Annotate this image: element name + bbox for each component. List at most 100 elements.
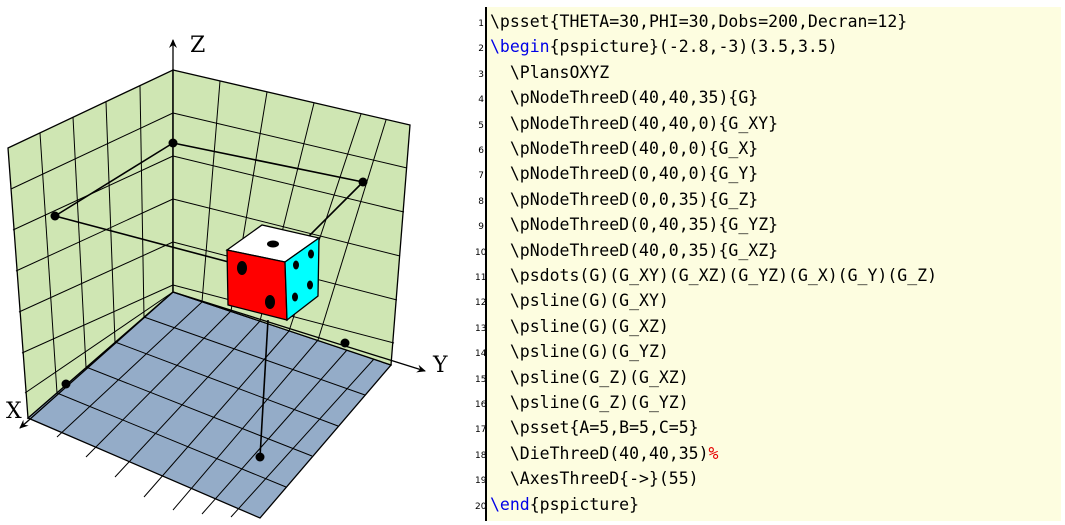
code-text: \DieThreeD(40,40,35)% <box>490 443 719 465</box>
line-number: 12 <box>475 298 487 309</box>
code-segment: \pNodeThreeD(40,0,35){G_XZ} <box>490 240 779 260</box>
code-line: 7 \pNodeThreeD(0,40,0){G_Y} <box>478 163 1061 185</box>
die-top-pip <box>267 240 279 248</box>
die <box>225 224 321 322</box>
line-number: 7 <box>478 171 484 182</box>
node-g-x-dot <box>50 211 60 221</box>
line-number: 20 <box>475 501 487 512</box>
code-segment: \pNodeThreeD(40,40,0){G_XY} <box>490 113 779 133</box>
code-line: 16 \psline(G_Z)(G_YZ) <box>475 392 1061 414</box>
line-number: 6 <box>478 146 484 156</box>
line-number: 14 <box>475 349 487 360</box>
node-g-y-dot <box>358 177 368 187</box>
code-text: \pNodeThreeD(40,0,35){G_XZ} <box>490 240 778 262</box>
code-text: \psset{A=5,B=5,C=5} <box>490 417 699 439</box>
code-segment: {pspicture}(-2.8,-3)(3.5,3.5) <box>549 37 838 57</box>
line-number: 19 <box>475 476 487 487</box>
code-keyword: \begin <box>490 37 550 57</box>
code-segment: \pNodeThreeD(0,40,35){G_YZ} <box>490 215 779 235</box>
code-line: 4 \pNodeThreeD(40,40,35){G} <box>478 87 1061 109</box>
die-right-pip <box>307 280 313 290</box>
die-right-pip <box>308 249 314 259</box>
code-segment: \psset{A=5,B=5,C=5} <box>490 418 699 438</box>
node-g-z-dot <box>340 338 350 348</box>
node-g-xz-dot <box>61 379 71 389</box>
line-number: 15 <box>475 374 487 385</box>
code-line: 5 \pNodeThreeD(40,40,0){G_XY} <box>478 113 1061 135</box>
code-segment: \psdots(G)(G_XY)(G_XZ)(G_YZ)(G_X)(G_Y)(G… <box>490 266 938 285</box>
line-number: 8 <box>478 196 484 207</box>
code-segment: \pNodeThreeD(40,0,0){G_X} <box>490 139 759 158</box>
code-text: \psline(G)(G_YZ) <box>490 341 669 363</box>
code-comment: % <box>708 443 719 463</box>
code-text: \AxesThreeD{->}(55) <box>490 468 699 490</box>
die-right-pip <box>292 292 298 302</box>
code-line: 14 \psline(G)(G_YZ) <box>475 341 1061 363</box>
code-segment: \psline(G)(G_XZ) <box>490 316 669 336</box>
code-line: 12 \psline(G)(G_XY) <box>475 290 1061 312</box>
y-axis-label: Y <box>432 353 448 378</box>
node-dots <box>50 138 368 462</box>
code-line: 3 \PlansOXYZ <box>478 62 1061 84</box>
code-text: \PlansOXYZ <box>490 62 609 84</box>
code-segment: \psline(G_Z)(G_YZ) <box>490 393 689 412</box>
code-segment: \DieThreeD(40,40,35) <box>490 443 709 463</box>
code-text: \pNodeThreeD(0,40,0){G_Y} <box>490 163 758 185</box>
y-axis <box>172 291 426 373</box>
code-text: \pNodeThreeD(40,0,0){G_X} <box>490 138 758 160</box>
line-number: 5 <box>478 120 484 131</box>
code-line: 19 \AxesThreeD{->}(55) <box>475 468 1061 490</box>
node-g-yz-dot <box>168 138 178 148</box>
code-text: \psline(G_Z)(G_YZ) <box>490 392 689 414</box>
line-number: 1 <box>478 19 484 29</box>
code-segment: \psline(G)(G_XY) <box>490 291 669 311</box>
code-text: \pNodeThreeD(40,40,35){G} <box>490 87 758 109</box>
code-line: 2 \begin{pspicture}(-2.8,-3)(3.5,3.5) <box>478 36 1061 58</box>
code-line: 1 \psset{THETA=30,PHI=30,Dobs=200,Decran=… <box>478 11 1061 33</box>
code-segment: \pNodeThreeD(0,0,35){G_Z} <box>490 189 759 209</box>
line-number: 2 <box>478 44 484 55</box>
code-text: \psset{THETA=30,PHI=30,Dobs=200,Decran=1… <box>490 11 907 33</box>
code-text: \end{pspicture} <box>490 494 639 516</box>
code-text: \pNodeThreeD(0,40,35){G_YZ} <box>490 214 778 236</box>
code-text: \psdots(G)(G_XY)(G_XZ)(G_YZ)(G_X)(G_Y)(G… <box>490 265 937 287</box>
line-number: 10 <box>475 247 487 258</box>
code-text: \pNodeThreeD(0,0,35){G_Z} <box>490 189 758 211</box>
line-number: 9 <box>478 222 484 233</box>
axes <box>19 39 426 429</box>
x-axis-label: X <box>6 399 22 424</box>
code-line: 15 \psline(G_Z)(G_XZ) <box>475 367 1061 389</box>
line-number: 3 <box>478 69 484 80</box>
code-text: \psline(G_Z)(G_XZ) <box>490 367 689 389</box>
code-line: 8 \pNodeThreeD(0,0,35){G_Z} <box>478 189 1061 211</box>
line-number: 11 <box>475 273 487 283</box>
line-number: 16 <box>475 400 487 410</box>
code-keyword: \end <box>490 494 530 514</box>
code-segment: \psset{THETA=30,PHI=30,Dobs=200,Decran=1… <box>490 12 908 31</box>
die-front-pip <box>265 295 275 309</box>
code-segment: {pspicture} <box>529 494 640 514</box>
die-front-pip <box>237 261 247 275</box>
code-line: 6 \pNodeThreeD(40,0,0){G_X} <box>478 138 1061 160</box>
code-text: \pNodeThreeD(40,40,0){G_XY} <box>490 113 778 135</box>
figure-3d-die: Z Y X <box>6 33 448 519</box>
code-line: 20\end{pspicture} <box>475 494 1061 516</box>
code-segment: \psline(G_Z)(G_XZ) <box>490 367 689 387</box>
code-segment: \AxesThreeD{->}(55) <box>490 469 699 489</box>
node-g-xy-dot <box>255 452 265 462</box>
code-line: 9 \pNodeThreeD(0,40,35){G_YZ} <box>478 214 1061 236</box>
code-segment: \psline(G)(G_YZ) <box>490 342 669 362</box>
code-line: 18 \DieThreeD(40,40,35)% <box>475 443 1061 465</box>
z-axis-label: Z <box>190 33 205 58</box>
code-line: 13 \psline(G)(G_XZ) <box>475 316 1061 338</box>
line-number: 4 <box>478 95 484 106</box>
code-segment: \pNodeThreeD(0,40,0){G_Y} <box>490 164 759 184</box>
xy-plane <box>26 291 393 519</box>
xz-plane <box>7 68 174 420</box>
code-segment: \pNodeThreeD(40,40,35){G} <box>490 88 759 108</box>
code-line: 11 \psdots(G)(G_XY)(G_XZ)(G_YZ)(G_X)(G_Y… <box>475 265 1061 287</box>
code-text: \psline(G)(G_XZ) <box>490 316 669 338</box>
code-segment: \PlansOXYZ <box>490 62 610 82</box>
code-text: \begin{pspicture}(-2.8,-3)(3.5,3.5) <box>490 36 838 58</box>
line-number: 17 <box>475 425 487 436</box>
